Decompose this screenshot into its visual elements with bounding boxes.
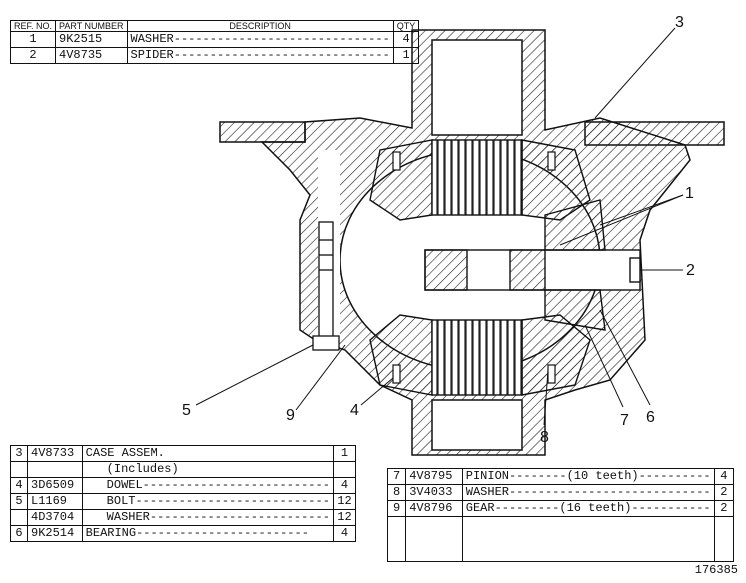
bolt [312, 221, 340, 351]
header-part-number: PART NUMBER [55, 20, 128, 32]
header-ref: REF. NO. [9, 20, 57, 32]
spider-shaft [424, 249, 641, 291]
parts-table-top: REF. NO. PART NUMBER DESCRIPTION QTY 1 9… [9, 20, 420, 64]
table-header: REF. NO. PART NUMBER DESCRIPTION QTY [9, 20, 420, 32]
table-row: 1 9K2515 WASHER-------------------------… [9, 31, 420, 48]
side-gear-bottom [369, 314, 591, 396]
callout-9: 9 [286, 407, 295, 424]
callout-2: 2 [686, 262, 695, 279]
leader-lines [195, 27, 684, 426]
callout-6: 6 [646, 409, 655, 426]
table-row: 4 3D6509 DOWEL--------------------------… [10, 477, 357, 494]
callout-4: 4 [350, 402, 359, 419]
table-row: 6 9K2514 BEARING------------------------… [10, 525, 357, 542]
parts-table-bottom-right: 7 4V8795 PINION--------(10 teeth)-------… [386, 468, 735, 562]
header-qty: QTY [392, 20, 420, 32]
table-row: (Includes) [10, 461, 357, 478]
callout-8: 8 [540, 429, 549, 446]
callout-5: 5 [182, 402, 191, 419]
callout-7: 7 [620, 412, 629, 429]
side-gear-top [369, 139, 591, 221]
callout-3: 3 [675, 14, 684, 31]
parts-table-bottom-left: 3 4V8733 CASE ASSEM. 1 (Includes) 4 3D65… [10, 445, 357, 542]
table-row: 4D3704 WASHER------------------------- 1… [10, 509, 357, 526]
table-row: 8 3V4033 WASHER-------------------------… [386, 484, 735, 501]
dowels [392, 151, 556, 384]
table-row: 3 4V8733 CASE ASSEM. 1 [10, 445, 357, 462]
table-row: 2 4V8735 SPIDER-------------------------… [9, 47, 420, 64]
table-row-empty [386, 516, 735, 562]
callout-1: 1 [685, 185, 694, 202]
pinion [544, 199, 606, 331]
catalog-number: 176385 [694, 563, 738, 577]
header-description: DESCRIPTION [126, 20, 394, 32]
table-row: 5 L1169 BOLT--------------------------- … [10, 493, 357, 510]
table-row: 7 4V8795 PINION--------(10 teeth)-------… [386, 468, 735, 485]
callout-labels: 3 1 2 5 9 4 8 7 6 [182, 14, 695, 446]
table-row: 9 4V8796 GEAR---------(16 teeth)--------… [386, 500, 735, 517]
